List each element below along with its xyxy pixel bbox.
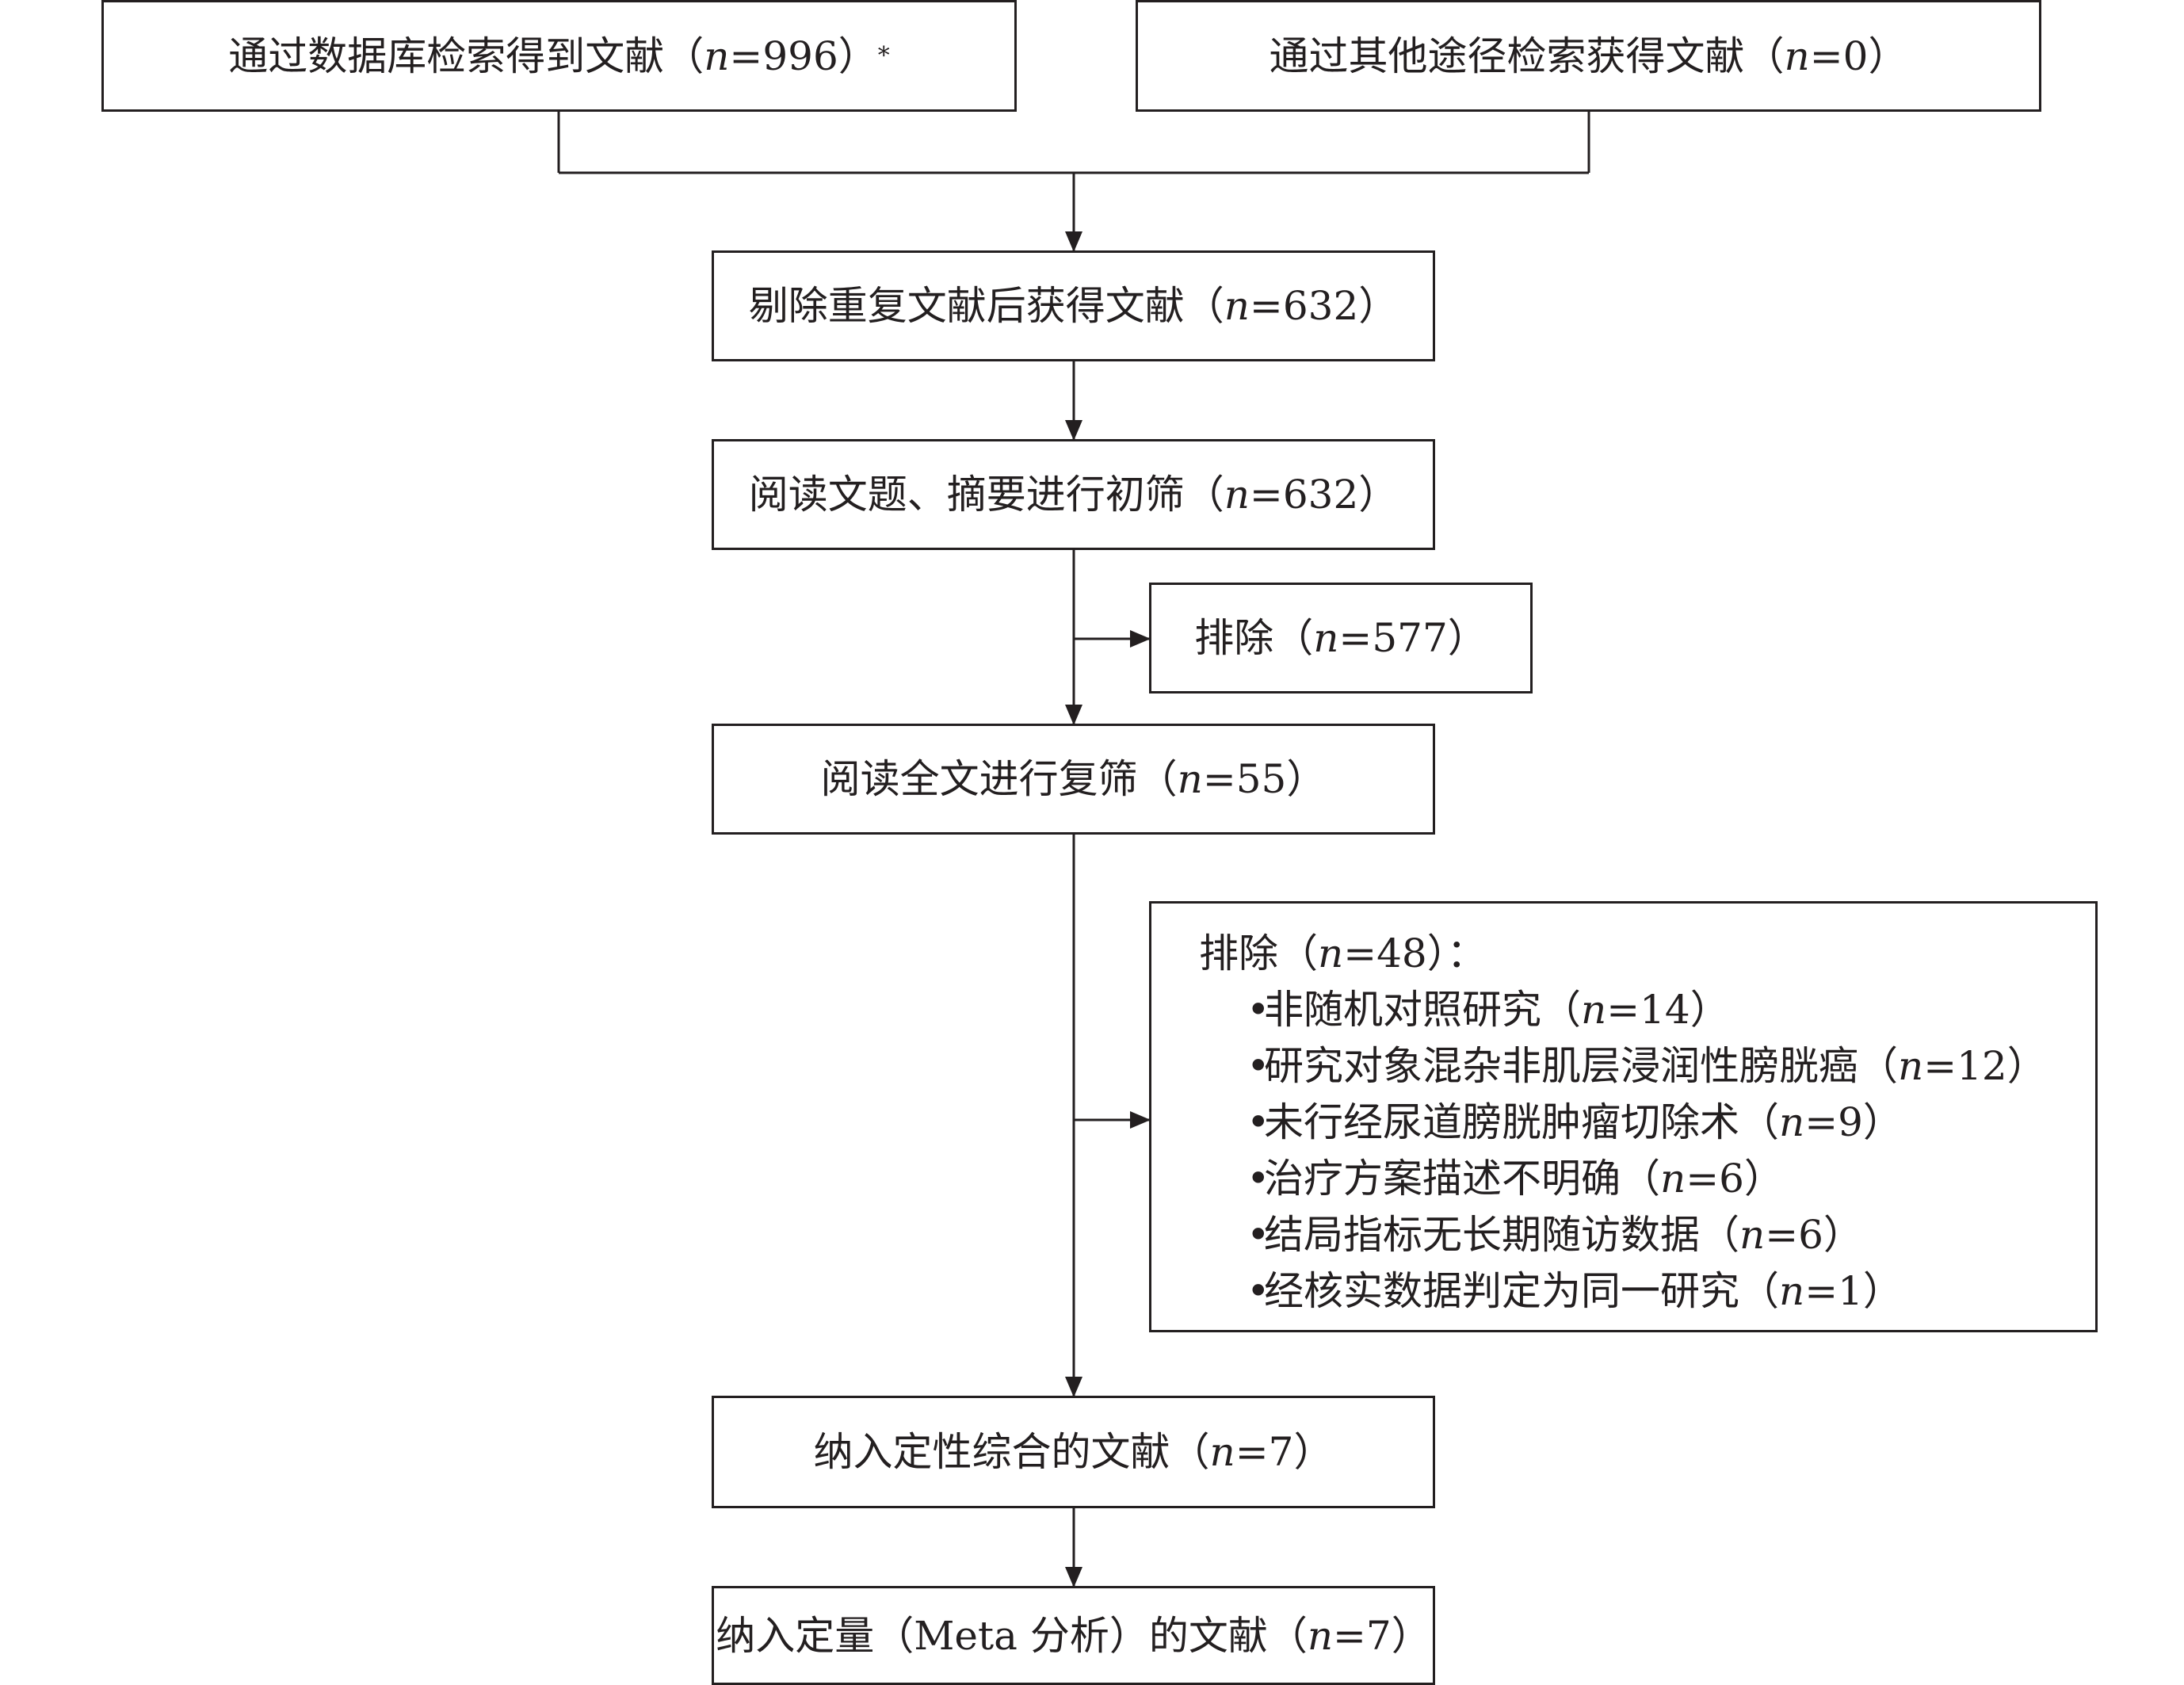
arrowhead-full-text	[1065, 705, 1082, 725]
reason-n-value: =12）	[1923, 1043, 2047, 1089]
bullet-icon: •	[1247, 1099, 1270, 1145]
exclusion-reason: •研究对象混杂非肌层浸润性膀胱癌（n=12）	[1247, 1046, 2047, 1086]
reason-text: 非随机对照研究（	[1264, 987, 1581, 1033]
reason-n-value: =1）	[1804, 1268, 1903, 1314]
arrowhead-exclude-2	[1130, 1111, 1151, 1129]
arrowhead-quantitative	[1065, 1567, 1082, 1588]
full-text-label: 阅读全文进行复筛（	[820, 756, 1178, 802]
qualitative-box: 纳入定性综合的文献（n=7）	[712, 1396, 1435, 1508]
full-text-box: 阅读全文进行复筛（n=55）	[712, 724, 1435, 835]
reason-n-var: n	[1898, 1043, 1924, 1089]
reason-text: 未行经尿道膀胱肿瘤切除术（	[1264, 1099, 1779, 1145]
db-search-footnote-mark: *	[877, 41, 890, 70]
exclusion-reason: •未行经尿道膀胱肿瘤切除术（n=9）	[1247, 1102, 2047, 1142]
dedup-box: 剔除重复文献后获得文献（n=632）	[712, 250, 1435, 361]
initial-screen-n-value: =632）	[1249, 472, 1399, 518]
qualitative-n-value: =7）	[1235, 1429, 1334, 1475]
full-text-n-value: =55）	[1202, 756, 1327, 802]
reason-text: 治疗方案描述不明确（	[1264, 1156, 1660, 1202]
qualitative-n-var: n	[1209, 1429, 1235, 1475]
full-text-n-var: n	[1177, 756, 1203, 802]
qualitative-label: 纳入定性综合的文献（	[813, 1429, 1210, 1475]
quantitative-n-value: =7）	[1333, 1612, 1431, 1659]
bullet-icon: •	[1247, 987, 1270, 1033]
bullet-icon: •	[1247, 1212, 1270, 1258]
reason-n-var: n	[1739, 1212, 1766, 1258]
other-search-label: 通过其他途径检索获得文献（	[1269, 32, 1785, 79]
exclude-2-label: 排除（	[1199, 930, 1318, 976]
db-search-box: 通过数据库检索得到文献（n=996）*	[101, 0, 1017, 112]
initial-screen-box: 阅读文题、摘要进行初筛（n=632）	[712, 439, 1435, 550]
dedup-n-var: n	[1224, 283, 1250, 329]
quantitative-n-var: n	[1307, 1612, 1334, 1659]
exclude-1-n-value: =577）	[1338, 615, 1487, 661]
exclusion-reason: •治疗方案描述不明确（n=6）	[1247, 1159, 2047, 1198]
db-search-n-value: =996）	[729, 32, 878, 79]
arrowhead-initial-screen	[1065, 420, 1082, 441]
reason-n-value: =14）	[1606, 987, 1730, 1033]
quantitative-box: 纳入定量（Meta 分析）的文献（n=7）	[712, 1586, 1435, 1685]
other-search-n-value: =0）	[1809, 32, 1908, 79]
exclude-2-box: 排除（n=48）： •非随机对照研究（n=14） •研究对象混杂非肌层浸润性膀胱…	[1149, 901, 2098, 1332]
reason-n-value: =6）	[1686, 1156, 1784, 1202]
exclusion-reason: •非随机对照研究（n=14）	[1247, 990, 2047, 1030]
other-search-n-var: n	[1784, 32, 1810, 79]
reason-text: 结局指标无长期随访数据（	[1264, 1212, 1739, 1258]
reason-n-var: n	[1581, 987, 1607, 1033]
reason-n-var: n	[1779, 1099, 1805, 1145]
bullet-icon: •	[1247, 1268, 1270, 1314]
initial-screen-label: 阅读文题、摘要进行初筛（	[748, 472, 1224, 518]
exclude-1-box: 排除（n=577）	[1149, 583, 1533, 693]
reason-text: 研究对象混杂非肌层浸润性膀胱癌（	[1264, 1043, 1898, 1089]
reason-n-var: n	[1660, 1156, 1686, 1202]
exclude-1-label: 排除（	[1194, 615, 1314, 661]
exclude-1-n-var: n	[1313, 615, 1339, 661]
arrowhead-qualitative	[1065, 1377, 1082, 1397]
other-search-box: 通过其他途径检索获得文献（n=0）	[1136, 0, 2041, 112]
quantitative-label: 纳入定量（Meta 分析）的文献（	[716, 1612, 1308, 1659]
exclusion-reason: •结局指标无长期随访数据（n=6）	[1247, 1215, 2047, 1255]
exclude-2-n-var: n	[1318, 930, 1344, 976]
exclusion-reason-list: •非随机对照研究（n=14） •研究对象混杂非肌层浸润性膀胱癌（n=12） •未…	[1151, 973, 2047, 1311]
bullet-icon: •	[1247, 1043, 1270, 1089]
reason-n-var: n	[1779, 1268, 1805, 1314]
reason-text: 经核实数据判定为同一研究（	[1264, 1268, 1779, 1314]
arrowhead-exclude-1	[1130, 630, 1151, 648]
db-search-label: 通过数据库检索得到文献（	[228, 32, 704, 79]
exclusion-reason: •经核实数据判定为同一研究（n=1）	[1247, 1271, 2047, 1311]
exclude-2-n-value: =48）：	[1343, 930, 1487, 976]
dedup-label: 剔除重复文献后获得文献（	[748, 283, 1224, 329]
initial-screen-n-var: n	[1224, 472, 1250, 518]
bullet-icon: •	[1247, 1156, 1270, 1202]
dedup-n-value: =632）	[1249, 283, 1399, 329]
exclude-2-heading: 排除（n=48）：	[1199, 934, 1487, 973]
db-search-n-var: n	[704, 32, 730, 79]
reason-n-value: =6）	[1765, 1212, 1863, 1258]
reason-n-value: =9）	[1804, 1099, 1903, 1145]
arrowhead-dedup	[1065, 231, 1082, 252]
